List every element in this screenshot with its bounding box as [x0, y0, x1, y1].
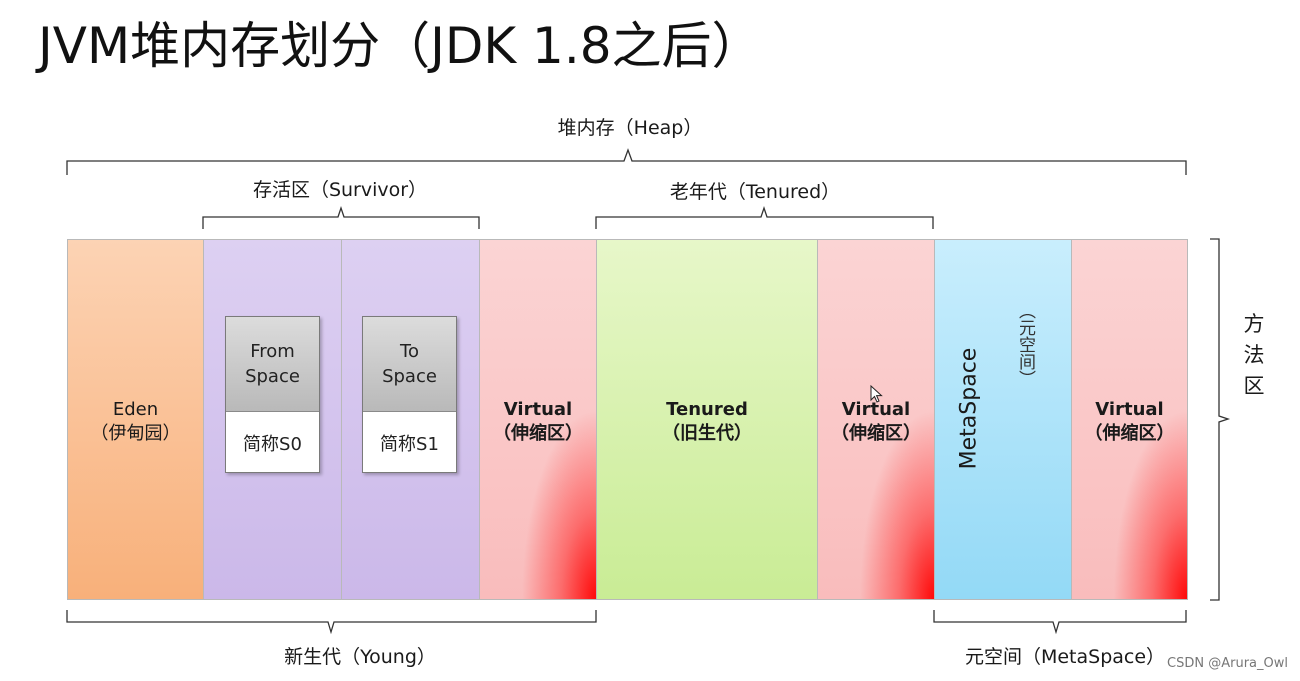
method-area-char-1: 方 [1243, 312, 1265, 336]
virtual-tenured-sublabel: （伸缩区） [831, 423, 921, 444]
method-area-brace [1210, 238, 1231, 601]
method-area-char-2: 法 [1243, 343, 1265, 367]
virtual-region-tenured: Virtual （伸缩区） [817, 239, 935, 600]
mouse-cursor-icon [870, 385, 883, 403]
young-gen-label: 新生代（Young） [284, 646, 436, 668]
to-space-line1: To [400, 341, 419, 362]
virtual-tenured-label: Virtual [841, 399, 911, 420]
survivor-label: 存活区（Survivor） [252, 179, 428, 201]
from-space-line1: From [250, 341, 295, 362]
page-title: JVM堆内存划分（JDK 1.8之后） [38, 17, 762, 75]
eden-label: Eden [112, 399, 159, 420]
survivor-s0-region: From Space 简称S0 [203, 239, 342, 600]
survivor-s1-region: To Space 简称S1 [341, 239, 480, 600]
virtual-young-sublabel: （伸缩区） [493, 423, 583, 444]
method-area-label: 方 法 区 [1239, 309, 1269, 402]
tenured-sublabel: （旧生代） [662, 423, 752, 444]
virtual-metaspace-sublabel: （伸缩区） [1084, 423, 1175, 444]
from-space-short: 简称S0 [243, 433, 302, 455]
to-space-line2: Space [382, 366, 437, 387]
eden-sublabel: （伊甸园） [90, 423, 181, 444]
virtual-metaspace-label: Virtual [1095, 399, 1164, 420]
to-space-short: 简称S1 [380, 433, 439, 455]
tenured-brace [595, 205, 934, 229]
virtual-region-metaspace: Virtual （伸缩区） [1071, 239, 1188, 600]
heap-label: 堆内存（Heap） [557, 117, 703, 139]
young-brace [66, 610, 597, 635]
metaspace-brace [933, 610, 1187, 635]
virtual-region-young: Virtual （伸缩区） [479, 239, 597, 600]
old-gen-label: 老年代（Tenured） [669, 181, 841, 203]
virtual-young-label: Virtual [503, 399, 573, 420]
from-space-line2: Space [245, 366, 300, 387]
watermark: CSDN @Arura_Owl [1167, 656, 1288, 671]
to-space-box: To Space 简称S1 [362, 316, 457, 473]
metaspace-note: （元空间） [1015, 302, 1035, 387]
metaspace-bottom-label: 元空间（MetaSpace） [964, 646, 1166, 668]
tenured-region: Tenured （旧生代） [596, 239, 818, 600]
eden-region: Eden （伊甸园） [67, 239, 204, 600]
tenured-label: Tenured [666, 399, 748, 420]
metaspace-region: MetaSpace （元空间） [934, 239, 1072, 600]
heap-brace [66, 148, 1187, 175]
from-space-box: From Space 简称S0 [225, 316, 320, 473]
method-area-char-3: 区 [1243, 374, 1265, 398]
survivor-brace [202, 205, 480, 229]
